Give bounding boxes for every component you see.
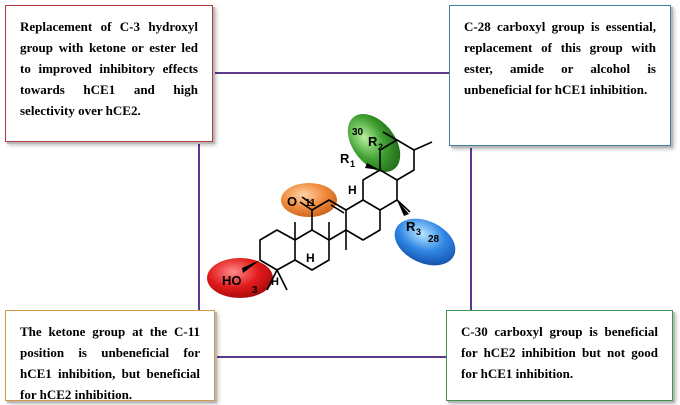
wedge-c17	[397, 200, 409, 216]
h-c18: H	[348, 183, 357, 197]
r1-subscript: 1	[350, 159, 355, 169]
h-c5: H	[271, 276, 279, 288]
ho-label: HO	[222, 273, 242, 288]
annotation-c28: C-28 carboxyl group is essential, replac…	[449, 5, 671, 146]
c28-number: 28	[428, 234, 440, 245]
annotation-c3: Replacement of C-3 hydroxyl group with k…	[5, 5, 213, 142]
c11-highlight	[281, 183, 337, 217]
annotation-c30: C-30 carboxyl group is beneficial for hC…	[446, 310, 673, 401]
skeleton-bonds	[259, 131, 433, 291]
wedge-c3	[242, 260, 260, 273]
r2-label: R	[368, 134, 378, 149]
r1-label: R	[340, 151, 350, 166]
wedge-c19	[365, 163, 380, 170]
annotation-c11: The ketone group at the C-11 position is…	[5, 310, 215, 402]
c3-highlight	[207, 258, 273, 298]
c11-number: 11	[305, 198, 316, 209]
r2-subscript: 2	[378, 142, 383, 152]
r3-subscript: 3	[416, 227, 421, 237]
r3-label: R	[406, 219, 416, 234]
c28-highlight	[394, 218, 456, 266]
ketone-o-label: O	[287, 194, 297, 209]
h-c9: H	[306, 251, 315, 265]
c30-highlight	[347, 113, 401, 173]
c3-number: 3	[252, 285, 258, 296]
c30-number: 30	[352, 127, 364, 138]
